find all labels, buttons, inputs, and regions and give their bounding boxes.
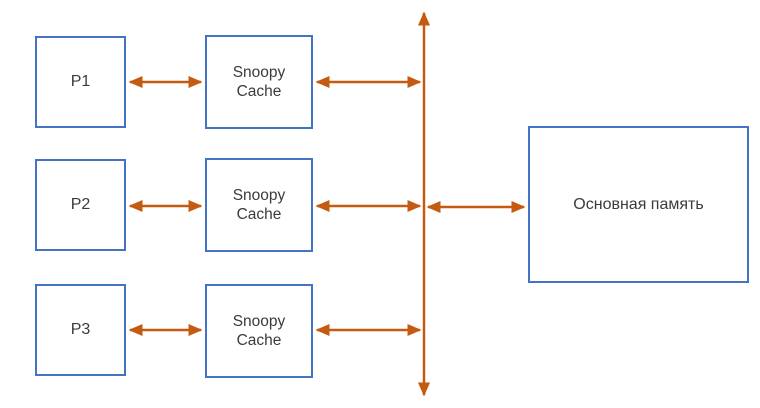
snoopy-cache-1-label: Snoopy Cache (232, 63, 286, 100)
main-memory-label: Основная память (573, 195, 704, 213)
processor-p1-label: P1 (70, 73, 91, 90)
processor-p2-box: P2 (35, 159, 126, 251)
processor-p2-label: P2 (70, 196, 91, 213)
snoopy-cache-3-box: Snoopy Cache (205, 284, 313, 378)
processor-p3-label: P3 (70, 321, 91, 338)
snoopy-cache-3-label: Snoopy Cache (232, 312, 286, 349)
snoopy-cache-2-label: Snoopy Cache (232, 186, 286, 223)
snoopy-cache-1-box: Snoopy Cache (205, 35, 313, 129)
processor-p1-box: P1 (35, 36, 126, 128)
main-memory-box: Основная память (528, 126, 749, 283)
processor-p3-box: P3 (35, 284, 126, 376)
snoopy-cache-2-box: Snoopy Cache (205, 158, 313, 252)
